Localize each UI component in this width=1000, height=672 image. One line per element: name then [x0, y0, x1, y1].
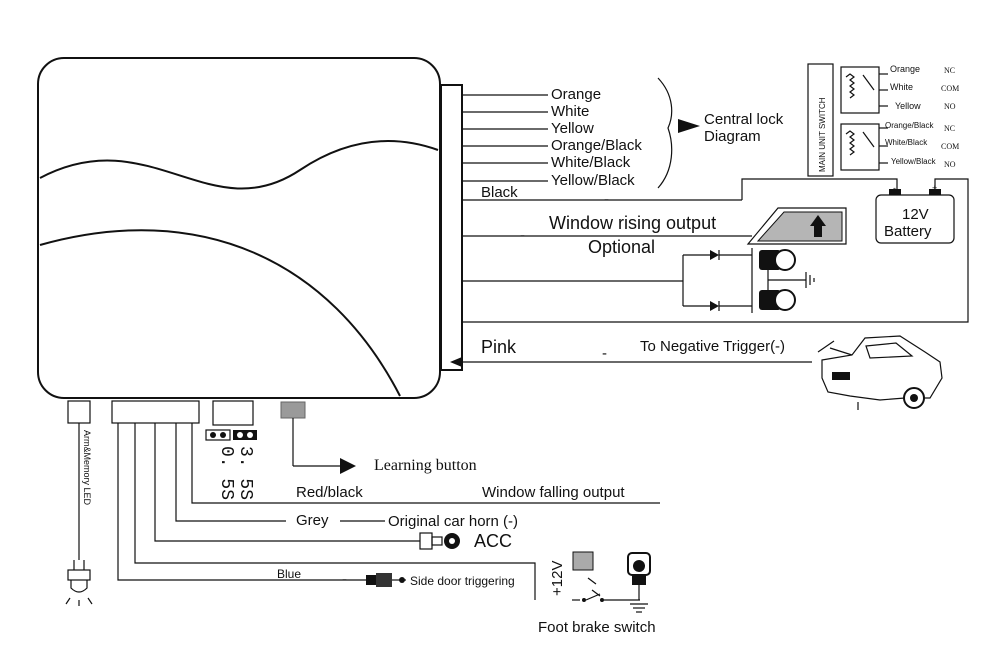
timing-jumper — [205, 429, 257, 441]
relay2-term-com: COM — [941, 142, 959, 151]
wire-label-yellow: Yellow — [551, 120, 594, 137]
wire-label-orange-black: Orange/Black — [551, 137, 642, 154]
battery-body — [875, 194, 955, 244]
timing-jumper-box — [212, 400, 254, 426]
main-unit-switch-box — [807, 63, 834, 177]
central-lock-wires: Orange White Yellow Orange/Black White/B… — [462, 77, 784, 189]
pink-wire-minus: - — [602, 345, 607, 362]
battery-label: Battery — [884, 223, 932, 240]
pedal-icon — [572, 551, 594, 571]
foot-brake-label: Foot brake switch — [538, 619, 656, 636]
battery-minus-icon: - — [893, 183, 896, 193]
learning-button-icon[interactable] — [280, 401, 306, 419]
relay-2 — [840, 123, 880, 171]
negative-trigger-label: To Negative Trigger(-) — [640, 338, 785, 355]
black-wire-label: Black — [481, 184, 518, 201]
lamp-bulb-icon — [774, 289, 796, 311]
blue-label: Blue — [277, 567, 301, 581]
side-door-label: Side door triggering — [410, 574, 515, 588]
bottom-wires — [117, 423, 660, 600]
battery-volts: 12V — [902, 206, 929, 223]
door-switch-icon — [366, 573, 406, 587]
grey-label: Grey — [296, 512, 329, 529]
lamp-bulb-icon — [774, 249, 796, 271]
black-wire-minus: - — [604, 191, 609, 208]
side-door-minus: - — [342, 571, 347, 588]
relay2-term-nc: NC — [944, 124, 955, 133]
window-falling-label: Window falling output — [482, 484, 625, 501]
relay1-orange: Orange — [890, 64, 920, 74]
wire-label-white: White — [551, 103, 589, 120]
learning-button[interactable] — [280, 401, 356, 474]
wire-label-yellow-black: Yellow/Black — [551, 172, 635, 189]
bottom-connector — [111, 400, 200, 424]
relay1-white: White — [890, 82, 913, 92]
relay2-white-black: White/Black — [885, 138, 928, 147]
red-black-label: Red/black — [296, 484, 363, 501]
arrow-icon — [678, 119, 700, 133]
window-rising-label: Window rising output — [549, 213, 716, 233]
relay1-term-no: NO — [944, 102, 956, 111]
acc-plug-icon — [419, 532, 460, 550]
led-icon — [65, 560, 93, 606]
pink-wire-label: Pink — [481, 337, 517, 357]
wire-label-orange: Orange — [551, 86, 601, 103]
acc-label: ACC — [474, 531, 512, 551]
battery: - + 12V Battery — [875, 183, 955, 244]
central-lock-subtitle: Diagram — [704, 128, 761, 145]
foot-brake-switch: +12V — [549, 551, 651, 613]
relay1-term-com: COM — [941, 84, 959, 93]
timing-05s: 0. 5S — [216, 446, 236, 500]
unit-curve-top — [39, 140, 439, 190]
main-unit-body — [37, 57, 441, 399]
relay1-term-nc: NC — [944, 66, 955, 75]
horn-label: Original car horn (-) — [388, 513, 518, 530]
right-connector — [440, 84, 463, 371]
window-glass-icon — [746, 207, 847, 245]
relay2-orange-black: Orange/Black — [885, 121, 934, 130]
relay2-yellow-black: Yellow/Black — [891, 157, 937, 166]
relay1-yellow: Yellow — [895, 101, 921, 111]
diode-icon — [710, 301, 719, 311]
diode-icon — [710, 250, 719, 260]
wire-bracket — [657, 77, 673, 189]
main-unit — [37, 57, 441, 399]
optional-label: Optional — [588, 237, 655, 257]
relay2-term-no: NO — [944, 160, 956, 169]
timing-35s: 3. 5S — [235, 446, 255, 500]
central-lock-title: Central lock — [704, 111, 784, 128]
learning-button-label: Learning button — [374, 457, 477, 474]
unit-curve-bottom — [39, 229, 401, 397]
optional-circuit — [462, 248, 815, 313]
plus12-label: +12V — [549, 561, 566, 596]
wire-label-white-black: White/Black — [551, 154, 631, 171]
main-unit-switch-label: MAIN UNIT SWITCH — [818, 97, 827, 172]
relay-block: MAIN UNIT SWITCH Orange White Yellow NC … — [807, 63, 959, 177]
car-icon — [817, 335, 943, 410]
window-rising-minus: - — [520, 227, 525, 244]
led-label: Arm&Memory LED — [82, 430, 92, 506]
led-connector — [67, 400, 91, 424]
arrow-left-icon — [450, 357, 462, 367]
positive-wire — [462, 178, 969, 323]
